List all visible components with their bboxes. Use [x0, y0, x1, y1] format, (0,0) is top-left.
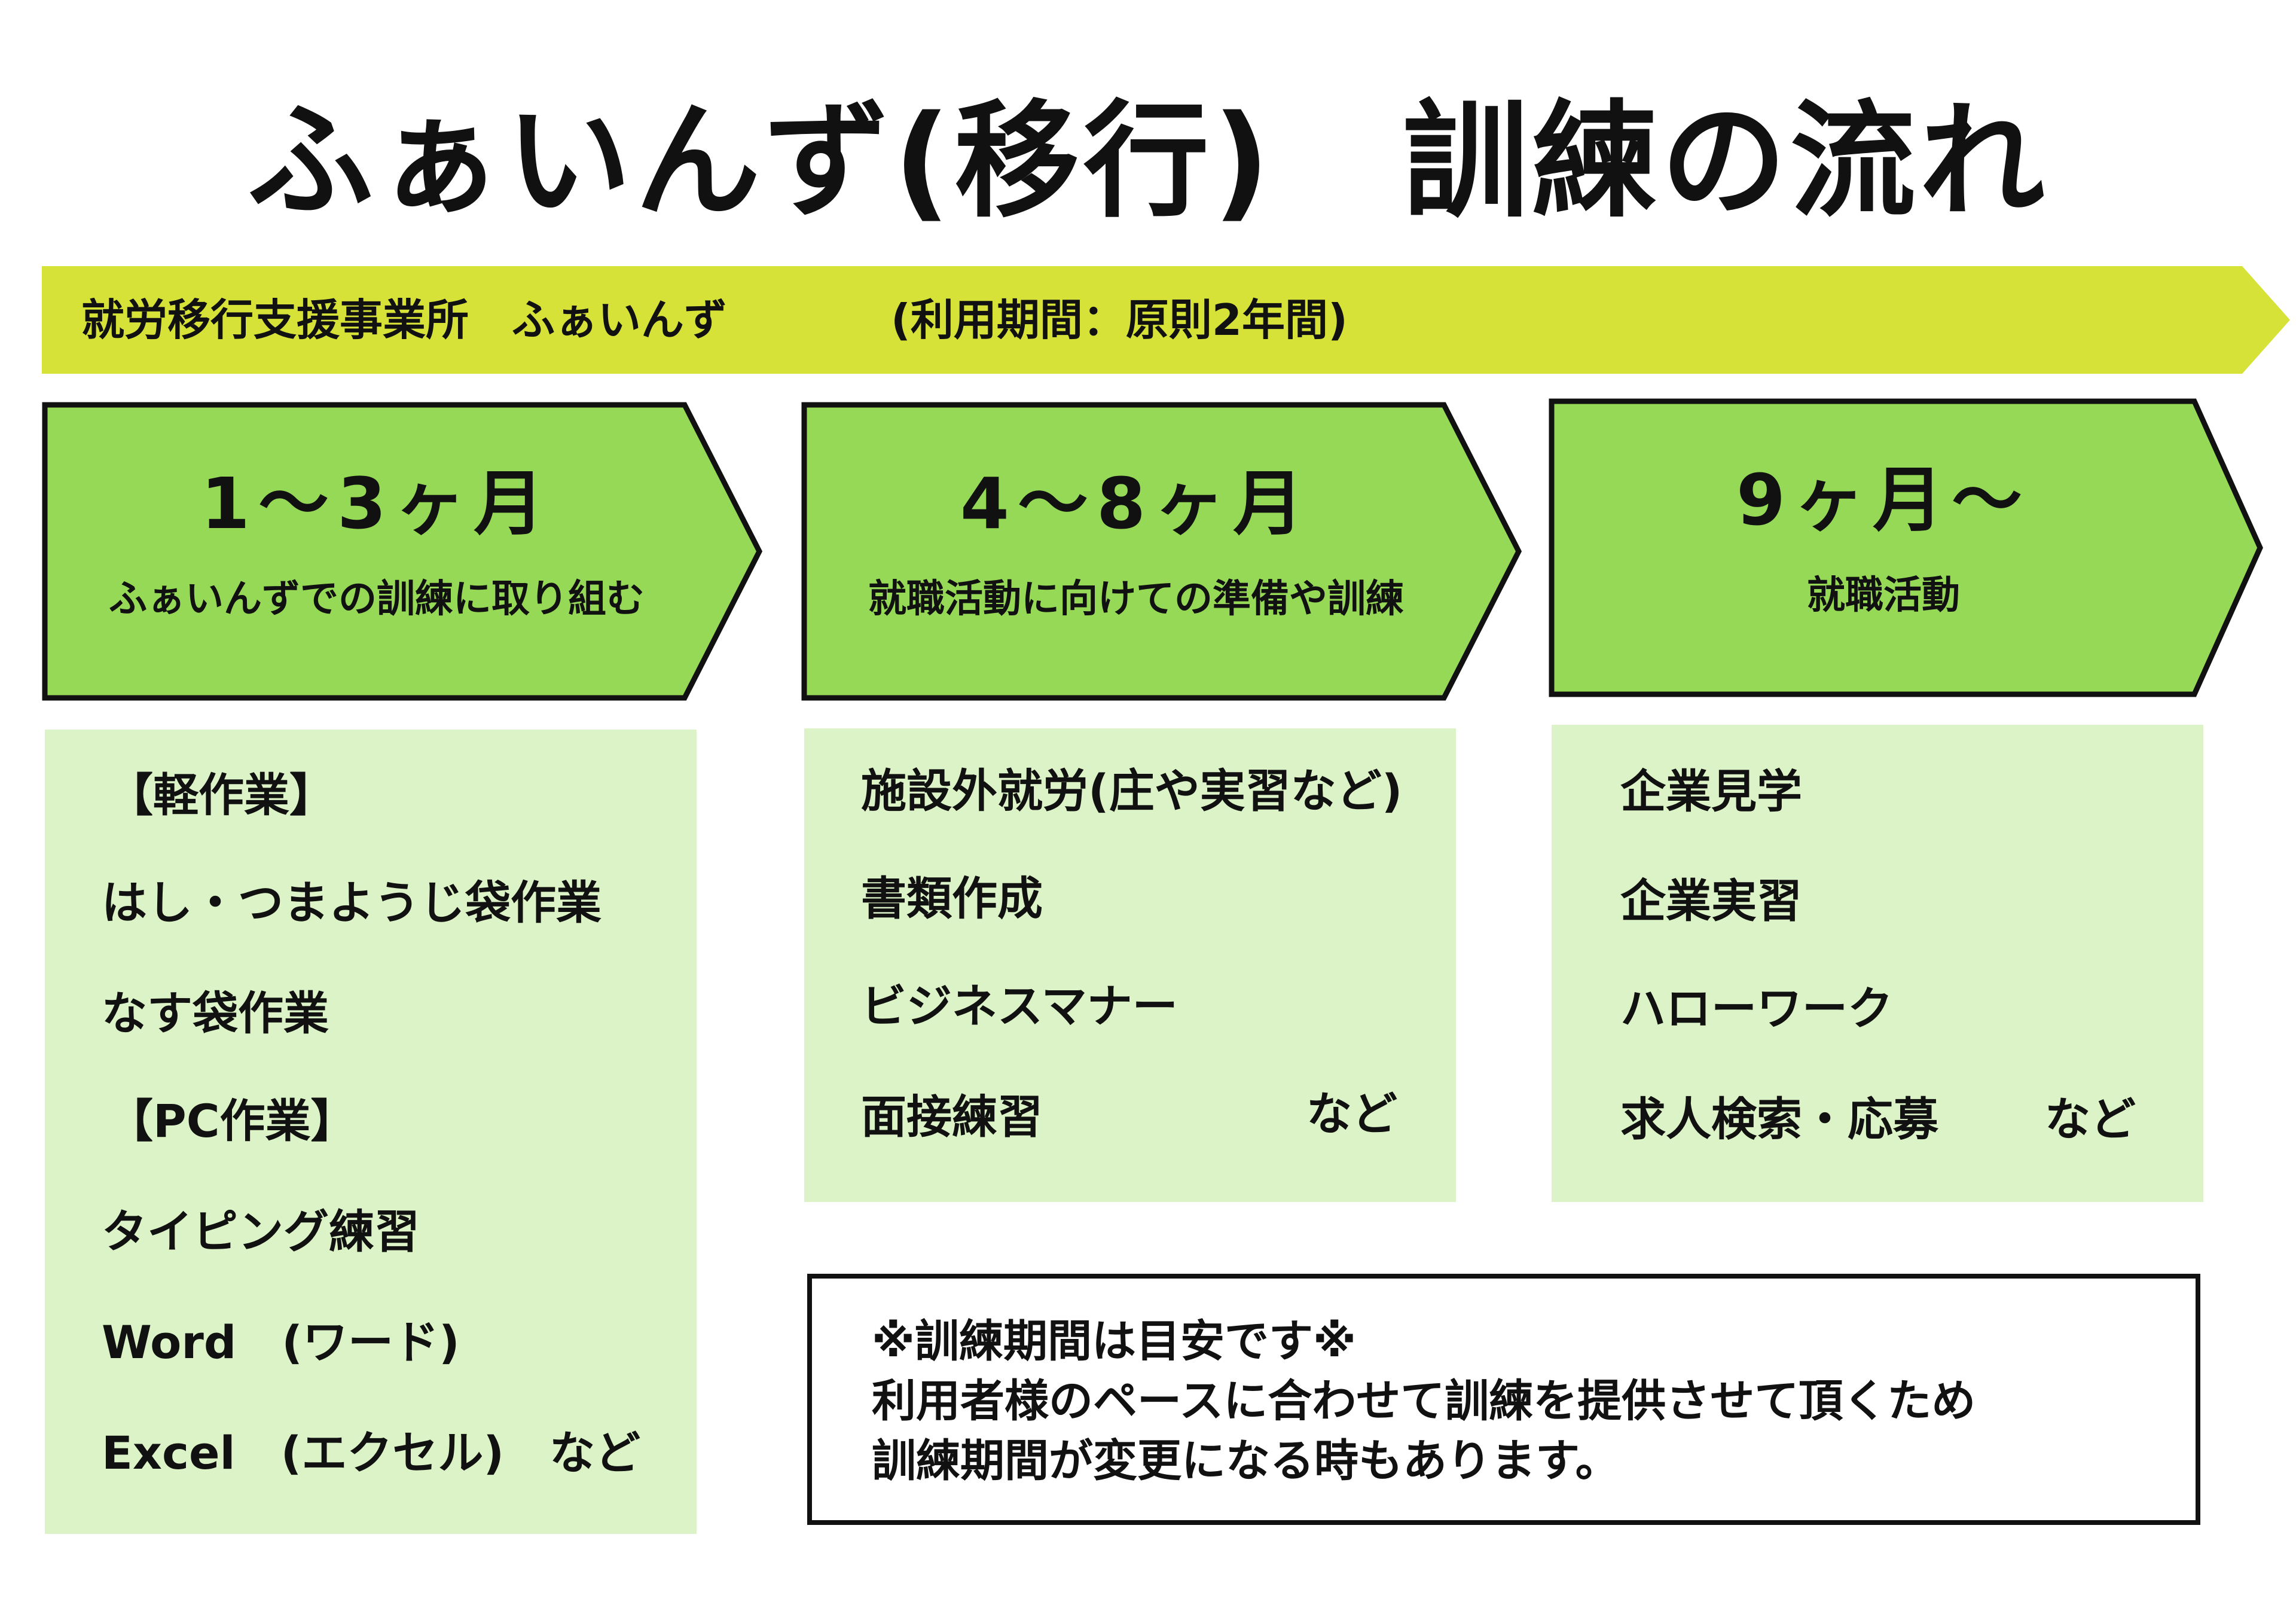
list-item: ビジネスマナー [861, 980, 1178, 1033]
list-item: 企業実習 [1620, 874, 1802, 928]
program-banner: 就労移行支援事業所 ふぁいんず (利用期間：原則2年間) [42, 266, 2290, 374]
phase-arrow-shape [42, 402, 763, 701]
phase-period-2: 4～8ヶ月 [960, 462, 1312, 545]
note-line-1: ※訓練期間は目安です※ [872, 1316, 1356, 1367]
list-item: なす袋作業 [102, 987, 329, 1040]
phase-description-2: 就職活動に向けての準備や訓練 [868, 577, 1404, 621]
list-item: Word (ワード) [102, 1316, 460, 1369]
phase-period-3: 9ヶ月～ [1736, 459, 2031, 541]
page-title: ふぁいんず(移行) 訓練の流れ [248, 88, 2048, 234]
phase-description-1: ふぁいんずでの訓練に取り組む [109, 577, 645, 621]
phase-2-content-box: 施設外就労(庄や実習など) 書類作成 ビジネスマナー 面接練習 など [804, 728, 1456, 1202]
note-box: ※訓練期間は目安です※ 利用者様のペースに合わせて訓練を提供させて頂くため 訓練… [807, 1274, 2200, 1525]
etc-label: など [1306, 1087, 1397, 1140]
list-item: 施設外就労(庄や実習など) [861, 764, 1403, 817]
phase-arrow-3: 9ヶ月～ 就職活動 [1549, 398, 2296, 697]
phase-arrow-1: 1～3ヶ月 ふぁいんずでの訓練に取り組む [42, 402, 813, 701]
phase-3-content-box: 企業見学 企業実習 ハローワーク 求人検索・応募 など [1552, 725, 2203, 1202]
phase-period-1: 1～3ヶ月 [200, 462, 553, 545]
banner-arrow-shape [42, 266, 2290, 374]
list-item: 書類作成 [861, 872, 1043, 925]
etc-label: など [2045, 1093, 2136, 1146]
list-item: タイピング練習 [102, 1205, 420, 1258]
list-item: 面接練習 [861, 1090, 1043, 1143]
list-item: はし・つまようじ袋作業 [102, 876, 602, 929]
list-item: 【軽作業】 [108, 768, 335, 822]
phase-description-3: 就職活動 [1807, 573, 1960, 618]
phase-arrow-2: 4～8ヶ月 就職活動に向けての準備や訓練 [801, 402, 1573, 701]
list-item: 求人検索・応募 [1620, 1093, 1938, 1146]
banner-facility-name: 就労移行支援事業所 ふぁいんず [81, 295, 728, 345]
note-line-2: 利用者様のペースに合わせて訓練を提供させて頂くため [872, 1375, 1976, 1427]
list-item: Excel (エクセル) など [102, 1426, 641, 1479]
list-item: 企業見学 [1620, 765, 1802, 818]
phase-1-content-box: 【軽作業】 はし・つまようじ袋作業 なす袋作業 【PC作業】 タイピング練習 W… [45, 730, 697, 1534]
phase-arrow-shape [801, 402, 1522, 701]
list-item: ハローワーク [1620, 982, 1893, 1035]
phase-arrow-shape [1549, 398, 2263, 697]
note-line-3: 訓練期間が変更になる時もあります。 [872, 1435, 1620, 1487]
banner-usage-period: (利用期間：原則2年間) [891, 295, 1348, 345]
list-item: 【PC作業】 [108, 1094, 356, 1148]
